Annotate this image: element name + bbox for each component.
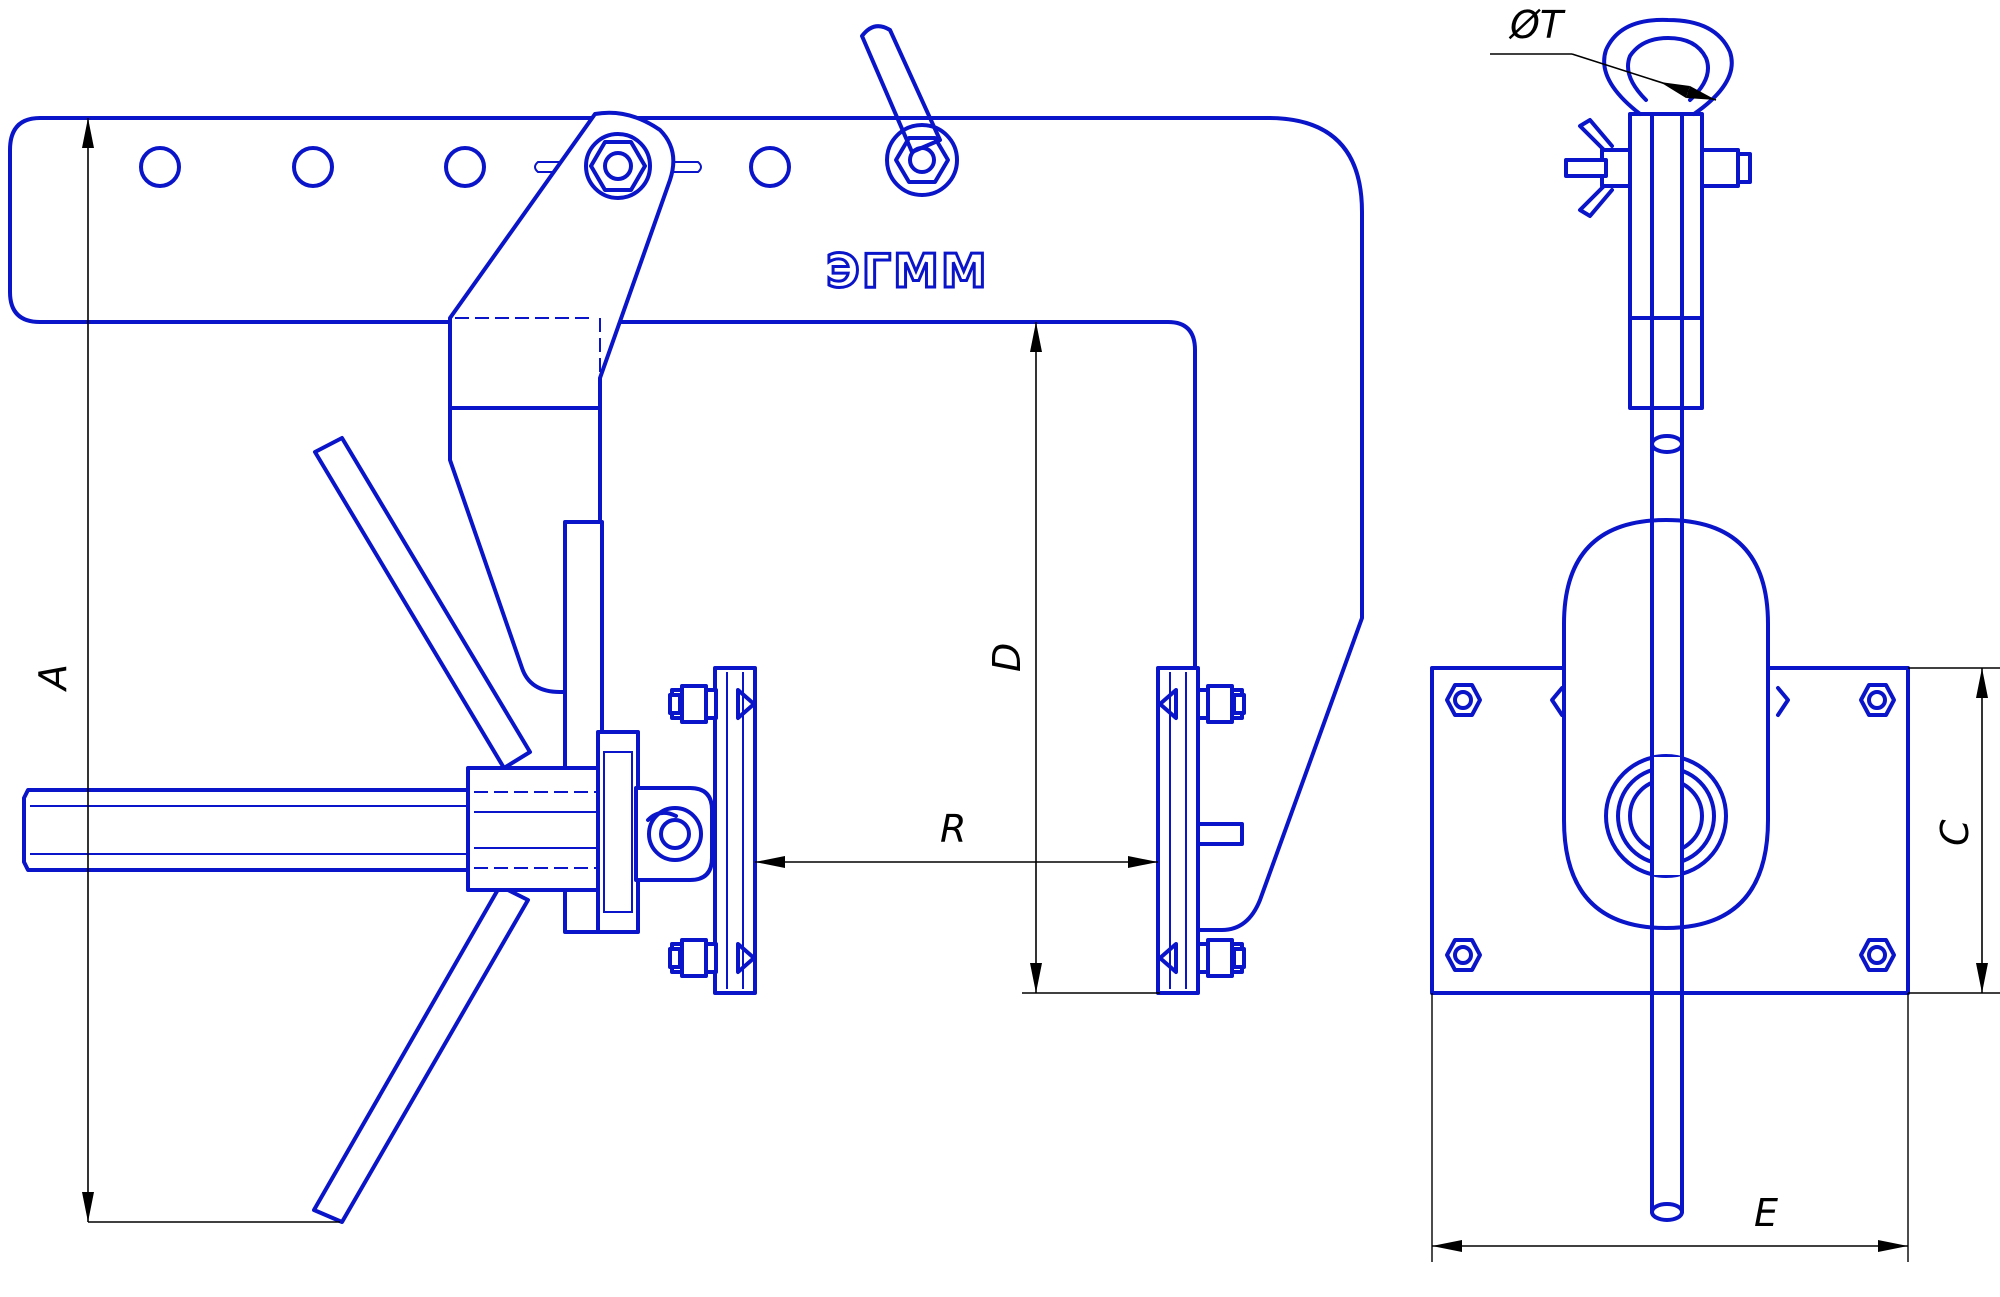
- side-shackle-pin: [1600, 148, 1632, 188]
- plate-bolt: [1445, 683, 1482, 717]
- c-frame-body: [8, 116, 1364, 932]
- side-shackle-pin: [1564, 158, 1608, 178]
- adjust-hole: [292, 146, 334, 188]
- right-jaw-bolt-top: [1158, 684, 1246, 724]
- front-view: ЭГММ: [8, 24, 1364, 1224]
- right-jaw-bolt-bottom: [1158, 938, 1246, 978]
- side-dimensions: C E ØT: [1431, 3, 2000, 1262]
- pivot-bolt: [603, 151, 633, 181]
- side-shackle-pin: [1700, 148, 1740, 188]
- dim-t-label: ØT: [1508, 3, 1566, 47]
- pivot-nut: [589, 140, 647, 192]
- side-shackle-pin: [1736, 152, 1752, 184]
- dim-c-label: C: [1933, 819, 1977, 846]
- plate-bolt-partial: [1776, 686, 1790, 717]
- right-jaw-stop: [1196, 822, 1244, 846]
- side-shackle-inner: [1626, 36, 1710, 102]
- swivel-housing: [634, 786, 714, 882]
- front-dimensions: A D R: [31, 118, 1160, 1223]
- top-handle-nut: [894, 136, 950, 184]
- swivel-ball-inner: [659, 818, 691, 850]
- swivel-clip: [646, 810, 678, 822]
- plate-bolt-partial: [1550, 686, 1564, 717]
- dim-r-label: R: [940, 807, 966, 851]
- top-handle-bolt: [908, 146, 936, 174]
- side-rod-section: [1650, 434, 1684, 454]
- swivel-ball: [647, 806, 703, 862]
- top-handle-washer: [885, 123, 959, 197]
- left-jaw-bolt-top: [668, 684, 756, 724]
- side-vertical-rod: [1650, 402, 1684, 1214]
- side-rod-end: [1650, 1202, 1684, 1222]
- plate-bolt: [1859, 683, 1896, 717]
- side-shackle-pin-wing: [1578, 184, 1614, 218]
- dim-d-label: D: [985, 643, 1029, 672]
- adjust-hole: [139, 146, 181, 188]
- screw-rod: [22, 788, 472, 872]
- dim-a-label: A: [31, 664, 75, 693]
- screw-flange-inner: [603, 751, 633, 913]
- plate-bolt: [1859, 938, 1896, 972]
- dim-e-label: E: [1754, 1191, 1778, 1235]
- tommy-bar-lower: [312, 884, 530, 1224]
- left-jaw-pad: [713, 666, 757, 995]
- pin-hidden-line: [534, 161, 702, 173]
- side-shackle-pin-wing: [1578, 118, 1614, 152]
- screw-nut-block: [466, 766, 610, 892]
- adjust-hole: [749, 146, 791, 188]
- side-rod-over-collar: [1654, 757, 1680, 875]
- side-view: [1430, 17, 1910, 1222]
- plate-bolt: [1445, 938, 1482, 972]
- tommy-bar-upper: [313, 436, 532, 770]
- side-shackle: [1602, 17, 1734, 116]
- swing-arm: [448, 110, 676, 410]
- right-jaw-pad: [1156, 666, 1200, 995]
- adjust-hole: [444, 146, 486, 188]
- side-upper-bracket: [1628, 112, 1704, 410]
- left-jaw-bolt-bottom: [668, 938, 756, 978]
- brand-logo: ЭГММ: [826, 244, 989, 298]
- top-handle: [860, 24, 942, 154]
- pivot-washer: [584, 132, 652, 200]
